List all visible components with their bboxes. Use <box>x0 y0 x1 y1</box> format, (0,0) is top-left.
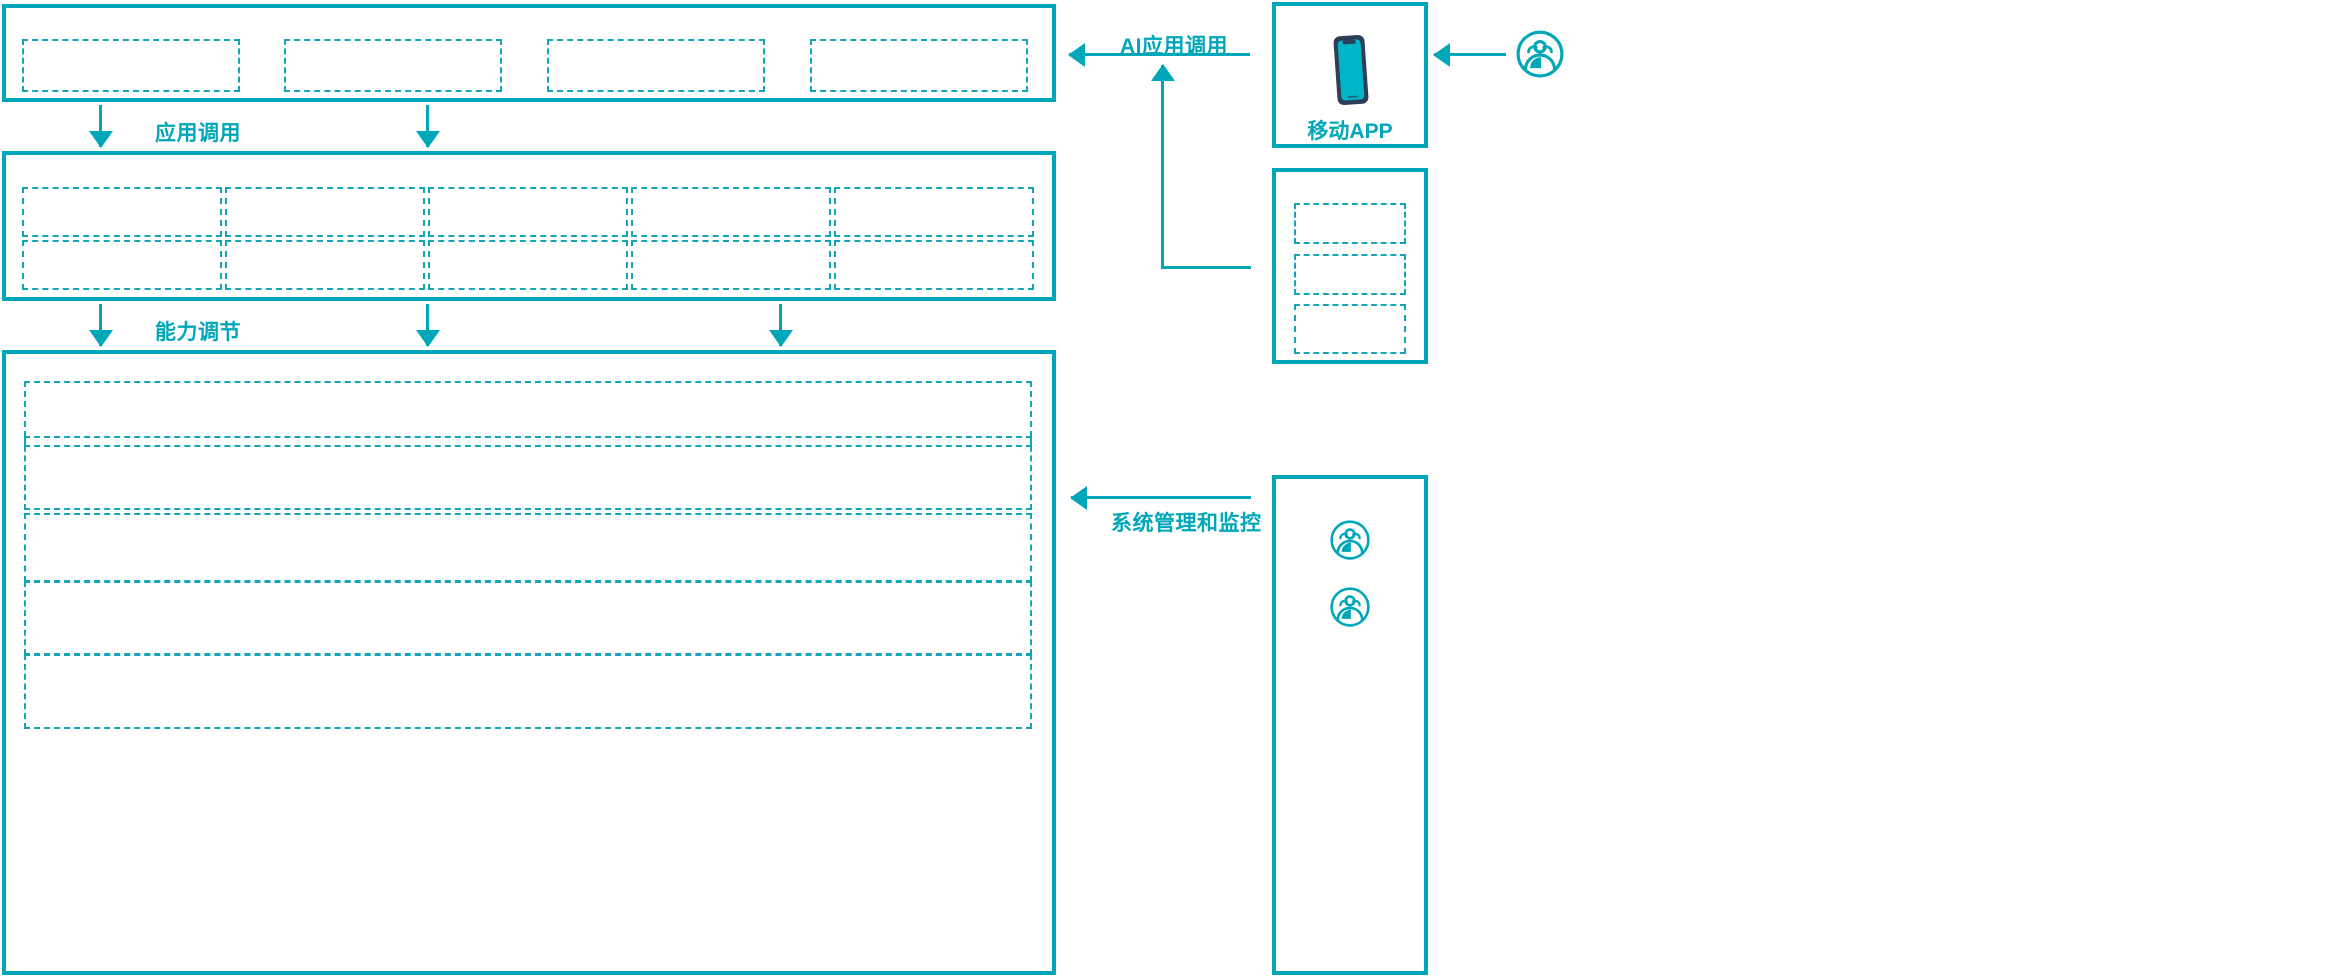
capability-box-r2c3[interactable] <box>428 240 628 290</box>
mobile-app-caption: 移动APP <box>1307 120 1393 143</box>
ai-app-invoke-connector <box>1161 266 1251 269</box>
application-box-3[interactable] <box>547 39 765 92</box>
capability-box-r1c4[interactable] <box>631 187 831 237</box>
ai-app-invoke-label: AI应用调用 <box>1120 35 1228 58</box>
smartphone-icon <box>1331 33 1371 108</box>
console-box-1[interactable] <box>1294 203 1406 244</box>
ai-app-invoke-riser <box>1161 65 1164 268</box>
capability-box-r2c2[interactable] <box>225 240 425 290</box>
capability-box-r1c2[interactable] <box>225 187 425 237</box>
system-admin-monitor-arrow <box>1071 496 1251 499</box>
infrastructure-row-3[interactable] <box>24 513 1032 582</box>
app-invoke-arrow-2 <box>426 105 429 147</box>
console-box-3[interactable] <box>1294 304 1406 354</box>
infrastructure-row-5[interactable] <box>24 654 1032 729</box>
app-invoke-arrow-1 <box>99 105 102 147</box>
capability-box-r1c1[interactable] <box>22 187 222 237</box>
app-invoke-label: 应用调用 <box>155 122 241 145</box>
capability-layer-panel <box>2 151 1056 301</box>
application-box-4[interactable] <box>810 39 1028 92</box>
system-admin-monitor-label: 系统管理和监控 <box>1111 512 1262 535</box>
capability-adjust-label: 能力调节 <box>155 321 241 344</box>
capability-box-r2c1[interactable] <box>22 240 222 290</box>
capability-adjust-arrow-2 <box>426 304 429 346</box>
infrastructure-row-1[interactable] <box>24 381 1032 447</box>
application-box-1[interactable] <box>22 39 240 92</box>
capability-box-r1c5[interactable] <box>834 187 1034 237</box>
application-box-2[interactable] <box>284 39 502 92</box>
console-box-2[interactable] <box>1294 254 1406 295</box>
capability-box-r1c3[interactable] <box>428 187 628 237</box>
infrastructure-row-2[interactable] <box>24 436 1032 510</box>
capability-box-r2c5[interactable] <box>834 240 1034 290</box>
ai-app-invoke-arrow <box>1069 53 1250 56</box>
users-group-icon-end-user <box>1515 29 1565 79</box>
console-panel <box>1272 168 1428 364</box>
capability-box-r2c4[interactable] <box>631 240 831 290</box>
users-group-icon-operator-2 <box>1329 586 1371 628</box>
end-user-to-app-arrow <box>1434 53 1506 56</box>
capability-adjust-arrow-1 <box>99 304 102 346</box>
users-group-icon-operator-1 <box>1329 519 1371 561</box>
application-layer-panel <box>2 4 1056 102</box>
capability-adjust-arrow-3 <box>779 304 782 346</box>
infrastructure-row-4[interactable] <box>24 581 1032 655</box>
infrastructure-layer-panel <box>2 350 1056 975</box>
